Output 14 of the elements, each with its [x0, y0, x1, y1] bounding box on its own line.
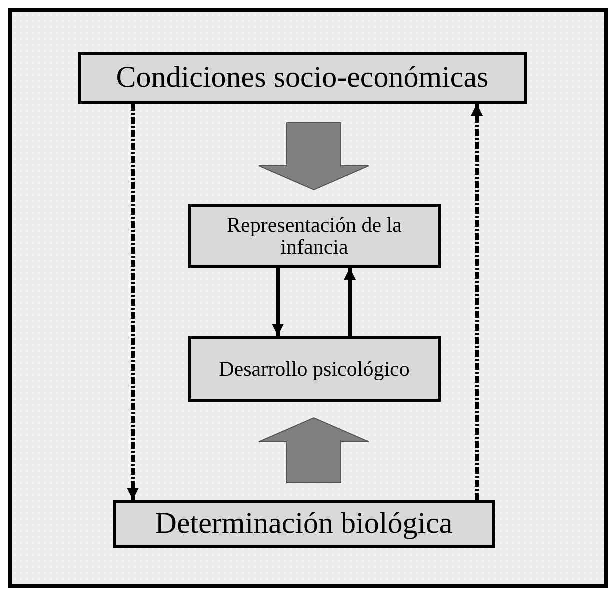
box-label: Determinación biológica: [155, 508, 453, 540]
box-label: Representación de la infancia: [226, 214, 403, 258]
arrow: [272, 268, 284, 336]
dashed-arrow: [471, 104, 483, 500]
process-box: [188, 336, 441, 402]
block-arrow: [258, 122, 370, 191]
box-label: Desarrollo psicológico: [219, 358, 410, 380]
dashed-arrow: [127, 104, 139, 500]
box-label: Condiciones socio-económicas: [116, 62, 489, 94]
process-box: [188, 204, 441, 268]
arrow: [344, 268, 356, 336]
block-arrow: [258, 417, 370, 484]
process-box: [78, 52, 527, 104]
process-box: [113, 500, 495, 548]
